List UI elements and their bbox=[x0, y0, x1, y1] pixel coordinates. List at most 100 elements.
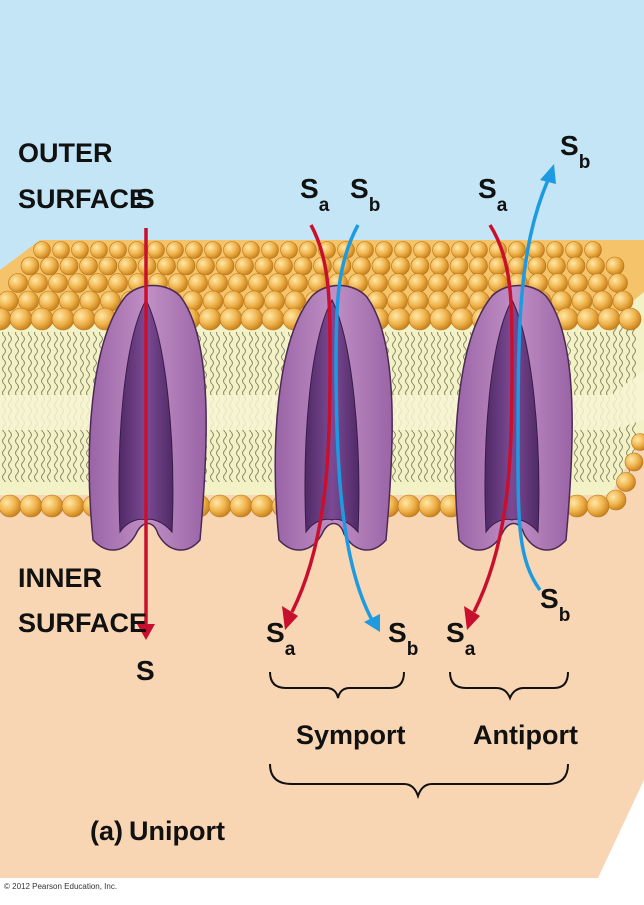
lipid-head bbox=[569, 274, 588, 293]
lipid-head bbox=[249, 274, 268, 293]
lipid-head bbox=[587, 495, 609, 517]
lipid-head bbox=[289, 274, 308, 293]
lipid-head bbox=[99, 257, 117, 275]
uniport-s-top: S bbox=[136, 183, 155, 214]
lipid-head bbox=[209, 274, 228, 293]
inner-surface-label-line1: INNER bbox=[18, 563, 102, 593]
lipid-head bbox=[177, 257, 195, 275]
lipid-head bbox=[216, 257, 234, 275]
lipid-head bbox=[369, 274, 388, 293]
caption-title: Uniport bbox=[129, 816, 225, 846]
outer-surface-label-line1: OUTER bbox=[18, 138, 113, 168]
lipid-head bbox=[199, 308, 221, 330]
lipid-head bbox=[449, 291, 469, 311]
lipid-head bbox=[547, 242, 564, 259]
lipid-head bbox=[528, 257, 546, 275]
lipid-head bbox=[230, 495, 252, 517]
lipid-head bbox=[625, 453, 643, 471]
lipid-head bbox=[41, 495, 63, 517]
lipid-head bbox=[119, 257, 137, 275]
symport-label: Symport bbox=[296, 720, 406, 750]
lipid-head bbox=[275, 257, 293, 275]
lipid-head bbox=[29, 274, 48, 293]
lipid-head bbox=[69, 274, 88, 293]
lipid-head bbox=[255, 257, 273, 275]
lipid-head bbox=[449, 274, 468, 293]
lipid-head bbox=[269, 274, 288, 293]
lipid-head bbox=[409, 308, 431, 330]
lipid-head bbox=[452, 242, 469, 259]
lipid-head bbox=[243, 242, 260, 259]
lipid-head bbox=[281, 242, 298, 259]
lipid-head bbox=[566, 242, 583, 259]
lipid-head bbox=[372, 257, 390, 275]
lipid-head bbox=[72, 242, 89, 259]
lipid-head bbox=[262, 308, 284, 330]
lipid-head bbox=[619, 308, 641, 330]
lipid-head bbox=[411, 257, 429, 275]
lipid-head bbox=[577, 308, 599, 330]
lipid-head bbox=[52, 308, 74, 330]
lipid-head bbox=[587, 257, 605, 275]
lipid-head bbox=[197, 257, 215, 275]
lipid-head bbox=[414, 242, 431, 259]
lipid-head bbox=[509, 242, 526, 259]
lipid-head bbox=[236, 257, 254, 275]
lipid-head bbox=[357, 242, 374, 259]
lipid-head bbox=[10, 308, 32, 330]
lipid-head bbox=[110, 242, 127, 259]
lipid-head bbox=[392, 257, 410, 275]
lipid-head bbox=[205, 242, 222, 259]
lipid-head bbox=[49, 274, 68, 293]
antiport-label: Antiport bbox=[473, 720, 578, 750]
lipid-head bbox=[91, 242, 108, 259]
caption-part: (a) bbox=[90, 816, 123, 846]
lipid-head bbox=[409, 274, 428, 293]
lipid-head bbox=[398, 495, 420, 517]
lipid-head bbox=[34, 242, 51, 259]
lipid-head bbox=[0, 495, 21, 517]
outer-surface-label-line2: SURFACE bbox=[18, 184, 147, 214]
lipid-head bbox=[471, 242, 488, 259]
lipid-head bbox=[430, 308, 452, 330]
lipid-head bbox=[220, 308, 242, 330]
lipid-head bbox=[60, 257, 78, 275]
lipid-head bbox=[433, 242, 450, 259]
lipid-head bbox=[31, 308, 53, 330]
lipid-head bbox=[224, 242, 241, 259]
lipid-head bbox=[294, 257, 312, 275]
lipid-head bbox=[148, 242, 165, 259]
lipid-head bbox=[167, 242, 184, 259]
lipid-head bbox=[598, 308, 620, 330]
lipid-head bbox=[109, 274, 128, 293]
lipid-head bbox=[62, 495, 84, 517]
lipid-head bbox=[469, 274, 488, 293]
lipid-head bbox=[419, 495, 441, 517]
lipid-head bbox=[606, 257, 624, 275]
lipid-head bbox=[41, 257, 59, 275]
lipid-head bbox=[129, 242, 146, 259]
lipid-head bbox=[431, 257, 449, 275]
lipid-head bbox=[589, 274, 608, 293]
lipid-head bbox=[300, 242, 317, 259]
lipid-head bbox=[73, 308, 95, 330]
lipid-head bbox=[429, 274, 448, 293]
lipid-head bbox=[388, 308, 410, 330]
lipid-head bbox=[158, 257, 176, 275]
lipid-head bbox=[585, 242, 602, 259]
lipid-head bbox=[617, 473, 636, 492]
lipid-head bbox=[251, 495, 273, 517]
lipid-head bbox=[470, 257, 488, 275]
lipid-head bbox=[229, 274, 248, 293]
lipid-head bbox=[0, 291, 18, 311]
lipid-head bbox=[389, 274, 408, 293]
lipid-head bbox=[451, 308, 473, 330]
lipid-head bbox=[21, 257, 39, 275]
lipid-head bbox=[9, 274, 28, 293]
lipid-head bbox=[262, 242, 279, 259]
lipid-head bbox=[567, 257, 585, 275]
lipid-head bbox=[209, 495, 231, 517]
lipid-head bbox=[89, 274, 108, 293]
